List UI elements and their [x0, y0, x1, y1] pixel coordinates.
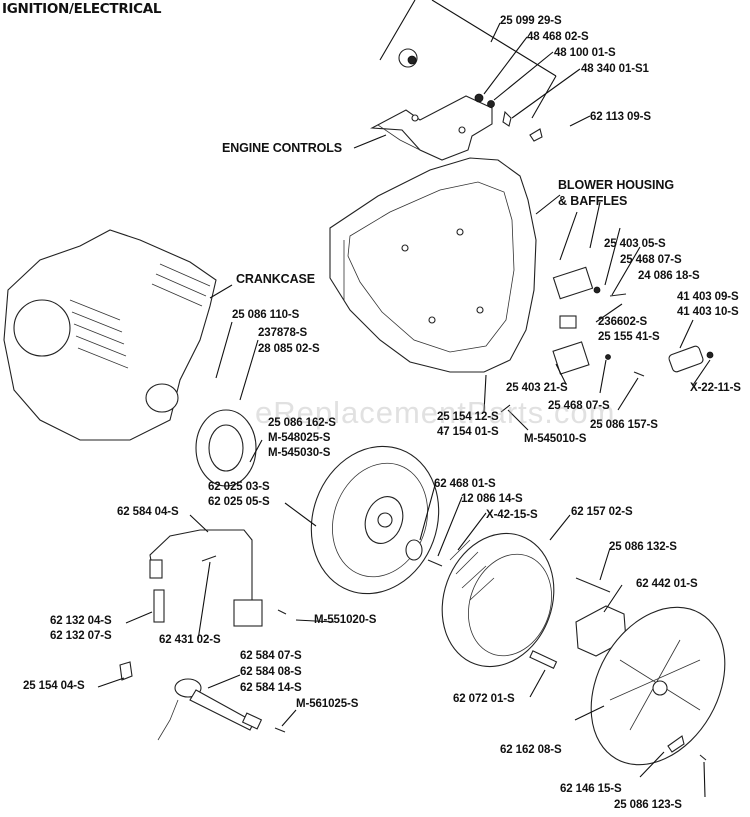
- part-label[interactable]: 62 584 14-S: [240, 682, 302, 694]
- part-label[interactable]: 62 025 03-S: [208, 481, 270, 493]
- group-label-blower-housing[interactable]: BLOWER HOUSING: [558, 178, 674, 192]
- group-label-blower-housing-2: & BAFFLES: [558, 194, 628, 208]
- clip-62146[interactable]: [667, 735, 685, 753]
- screw-M551020[interactable]: [277, 609, 287, 615]
- screw-part[interactable]: [609, 293, 627, 297]
- spacer-62072[interactable]: [529, 650, 558, 669]
- part-label[interactable]: M-548025-S: [268, 432, 331, 444]
- part-label[interactable]: 25 099 29-S: [500, 15, 562, 27]
- rectifier-regulator-2[interactable]: [552, 341, 590, 375]
- part-label[interactable]: 62 132 04-S: [50, 615, 112, 627]
- part-label[interactable]: 41 403 09-S: [677, 291, 739, 303]
- group-label-engine-controls[interactable]: ENGINE CONTROLS: [222, 141, 343, 155]
- part-label[interactable]: 62 132 07-S: [50, 630, 112, 642]
- group-label-crankcase[interactable]: CRANKCASE: [236, 272, 315, 286]
- part-label[interactable]: 25 155 41-S: [598, 331, 660, 343]
- ignition-module[interactable]: [149, 529, 263, 627]
- washer-part[interactable]: [474, 93, 484, 103]
- part-label[interactable]: 25 086 157-S: [590, 419, 658, 431]
- part-label[interactable]: 62 442 01-S: [636, 578, 698, 590]
- part-label[interactable]: 28 085 02-S: [258, 343, 320, 355]
- rotating-screen[interactable]: [564, 583, 750, 788]
- nut-part[interactable]: [487, 100, 495, 108]
- spark-plug[interactable]: [153, 589, 165, 623]
- part-label[interactable]: 25 468 07-S: [620, 254, 682, 266]
- part-label[interactable]: 41 403 10-S: [677, 306, 739, 318]
- part-label[interactable]: 62 146 15-S: [560, 783, 622, 795]
- watermark: eReplacementParts.com: [255, 395, 616, 430]
- part-label[interactable]: 24 086 18-S: [638, 270, 700, 282]
- part-label[interactable]: 48 468 02-S: [527, 31, 589, 43]
- part-label[interactable]: 62 072 01-S: [453, 693, 515, 705]
- part-label[interactable]: M-545030-S: [268, 447, 331, 459]
- cooling-fan[interactable]: [424, 518, 572, 683]
- crankcase[interactable]: [3, 229, 217, 441]
- stator[interactable]: [195, 409, 257, 487]
- washer-62468[interactable]: [405, 539, 423, 561]
- part-label[interactable]: 236602-S: [598, 316, 648, 328]
- part-label[interactable]: 12 086 14-S: [461, 493, 523, 505]
- part-label[interactable]: 62 468 01-S: [434, 478, 496, 490]
- screw-25086132[interactable]: [575, 577, 611, 593]
- part-label[interactable]: 25 154 04-S: [23, 680, 85, 692]
- part-label[interactable]: 62 025 05-S: [208, 496, 270, 508]
- diagram-title: IGNITION/ELECTRICAL: [2, 1, 162, 17]
- part-label[interactable]: 48 100 01-S: [554, 47, 616, 59]
- part-label[interactable]: 62 162 08-S: [500, 744, 562, 756]
- part-label[interactable]: 25 403 21-S: [506, 382, 568, 394]
- blower-housing[interactable]: [329, 157, 537, 373]
- washer-part[interactable]: [593, 286, 601, 294]
- engine-controls-bracket[interactable]: [370, 95, 493, 161]
- regulator-41403[interactable]: [668, 345, 704, 373]
- part-label[interactable]: 62 113 09-S: [590, 111, 651, 123]
- part-label[interactable]: 25 086 132-S: [609, 541, 677, 553]
- part-label[interactable]: 62 584 04-S: [117, 506, 179, 518]
- washer-part[interactable]: [605, 354, 611, 360]
- part-label[interactable]: 25 086 123-S: [614, 799, 682, 811]
- part-label[interactable]: 62 584 07-S: [240, 650, 302, 662]
- key-switch[interactable]: [398, 48, 418, 68]
- part-label[interactable]: 62 584 08-S: [240, 666, 302, 678]
- washer-part[interactable]: [706, 351, 714, 359]
- part-label[interactable]: 48 340 01-S1: [581, 63, 649, 75]
- part-label[interactable]: 25 086 162-S: [268, 417, 336, 429]
- part-label[interactable]: 25 086 110-S: [232, 309, 300, 321]
- screw-25086123[interactable]: [699, 754, 707, 761]
- part-label[interactable]: 62 157 02-S: [571, 506, 633, 518]
- part-label[interactable]: X-42-15-S: [486, 509, 538, 521]
- clip-25154[interactable]: [119, 661, 133, 681]
- plug-236602[interactable]: [559, 315, 577, 329]
- wiring-harness[interactable]: [157, 678, 263, 741]
- part-label[interactable]: X-22-11-S: [690, 382, 741, 394]
- screw-part[interactable]: [633, 371, 645, 377]
- part-label[interactable]: 25 154 12-S: [437, 411, 499, 423]
- screw-M561025[interactable]: [274, 727, 286, 733]
- pin-62431[interactable]: [201, 555, 217, 562]
- part-label[interactable]: 62 431 02-S: [159, 634, 221, 646]
- flywheel[interactable]: [291, 428, 459, 611]
- part-label[interactable]: 47 154 01-S: [437, 426, 499, 438]
- clip-part[interactable]: [529, 128, 543, 142]
- part-label[interactable]: 25 468 07-S: [548, 400, 610, 412]
- bolt-12086[interactable]: [427, 559, 443, 567]
- part-label[interactable]: M-561025-S: [296, 698, 359, 710]
- part-label[interactable]: 25 403 05-S: [604, 238, 666, 250]
- rectifier-regulator[interactable]: [552, 266, 594, 300]
- part-label[interactable]: 237878-S: [258, 327, 308, 339]
- part-label[interactable]: M-551020-S: [314, 614, 377, 626]
- key-part[interactable]: [502, 110, 512, 127]
- part-label[interactable]: M-545010-S: [524, 433, 587, 445]
